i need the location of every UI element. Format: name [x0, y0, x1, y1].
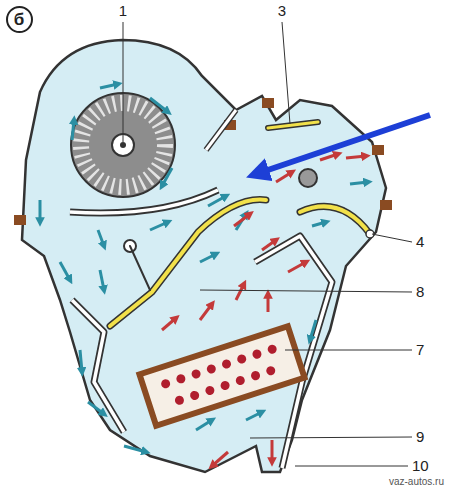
cold-air-arrows-part	[100, 270, 104, 290]
cold-air-arrows-part	[124, 446, 146, 452]
housing-part	[22, 40, 386, 472]
radiator-part-part	[160, 378, 171, 389]
housing-part	[14, 215, 26, 225]
radiator-part	[160, 344, 284, 409]
callout-number: 9	[416, 429, 424, 446]
callout-number: 10	[412, 458, 429, 475]
cold-air-arrows-part	[310, 320, 316, 340]
leader-lines-part	[295, 466, 408, 467]
leader-lines-part	[123, 22, 124, 142]
cold-air-arrows-part	[208, 196, 226, 206]
cold-air-arrows-part	[100, 84, 118, 88]
inlet-arrow	[262, 115, 430, 172]
hot-air-arrows-part	[288, 262, 306, 272]
callout-number: 4	[416, 234, 424, 251]
leader-lines-part	[372, 234, 412, 242]
hot-air-arrows-part	[162, 318, 176, 330]
radiator	[139, 326, 304, 426]
flaps-part	[130, 246, 150, 290]
flaps-part	[110, 200, 266, 326]
flaps-part	[299, 169, 317, 187]
radiator-part-part	[235, 375, 246, 386]
callout-number: 8	[416, 284, 424, 301]
leader-lines-part	[285, 350, 412, 351]
hot-air-arrows-part	[236, 284, 244, 300]
cold-air-arrows-part	[150, 222, 168, 230]
cold-air-arrows-part	[98, 230, 104, 246]
callout-number: 7	[416, 342, 424, 359]
cold-air-arrows-part	[88, 402, 104, 414]
watermark: vaz-autos.ru	[389, 476, 444, 487]
hot-air-arrows-part	[346, 156, 366, 158]
hot-air-arrows-part	[320, 154, 338, 160]
callout-number: 1	[119, 3, 127, 20]
radiator-part-part	[206, 363, 217, 374]
cold-air-arrows-part	[80, 350, 82, 372]
radiator-part-part	[266, 344, 277, 355]
hot-air-arrows-part	[271, 440, 274, 462]
cold-air-arrows-part	[39, 200, 42, 222]
leader-lines	[123, 22, 412, 466]
leader-lines-part	[282, 22, 290, 124]
radiator-part-part	[189, 390, 200, 401]
cold-air-arrows	[40, 84, 368, 452]
housing-part	[372, 145, 384, 155]
housing-part	[380, 200, 392, 210]
flaps-part	[268, 122, 318, 128]
cold-air-arrows-part	[312, 222, 326, 226]
radiator-part-part	[250, 370, 261, 381]
panel-letter: б	[14, 11, 25, 28]
hot-air-arrows-part	[200, 304, 212, 320]
cold-air-arrows-part	[150, 98, 168, 112]
cold-air-arrows-part	[72, 120, 74, 140]
partitions-part	[206, 110, 236, 150]
hot-air-arrows-part	[267, 294, 270, 312]
hot-air-arrows-part	[212, 452, 228, 466]
leader-lines-part	[200, 290, 412, 292]
radiator-part-part	[175, 373, 186, 384]
housing	[14, 40, 392, 472]
radiator-part-part	[251, 348, 262, 359]
leader-lines-part	[250, 437, 412, 438]
flaps	[110, 122, 374, 326]
flaps-part	[110, 200, 266, 326]
flaps-part	[300, 206, 370, 234]
partitions-part	[206, 110, 236, 150]
hot-air-arrows-part	[276, 172, 292, 182]
cold-air-arrows-part	[60, 262, 70, 280]
hot-air-arrows-part	[262, 240, 276, 250]
radiator-part-part	[265, 365, 276, 376]
cold-air-arrows-part	[350, 182, 368, 184]
radiator-part-part	[221, 358, 232, 369]
cold-air-arrows-part	[246, 412, 262, 420]
radiator-part-part	[236, 353, 247, 364]
hot-air-arrows	[162, 154, 366, 466]
cold-air-arrows-part	[162, 168, 172, 186]
radiator-part	[139, 326, 304, 426]
panel-letter-circle: б	[6, 6, 33, 33]
cold-air-arrows-part	[196, 420, 212, 430]
radiator-part-part	[204, 385, 215, 396]
housing-part	[262, 98, 274, 108]
callout-number: 3	[278, 3, 286, 20]
hot-air-arrows-part	[234, 214, 250, 226]
radiator-part-part	[219, 380, 230, 391]
radiator-part-part	[190, 368, 201, 379]
flaps-part	[300, 206, 370, 234]
flaps-part	[268, 122, 318, 128]
radiator-part-part	[174, 395, 185, 406]
fan-part	[120, 142, 126, 148]
cold-air-arrows-part	[200, 254, 216, 262]
